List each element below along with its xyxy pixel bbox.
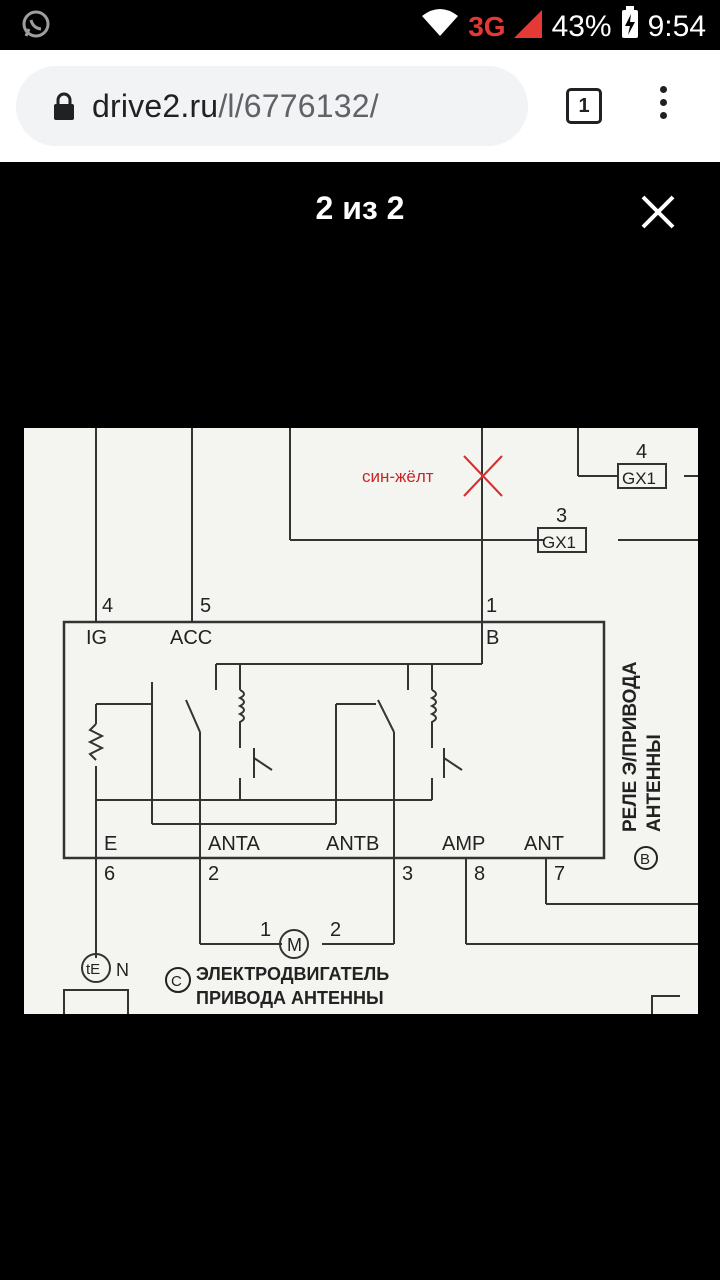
relay-title-2: АНТЕННЫ — [644, 734, 665, 832]
overflow-menu-icon[interactable] — [652, 86, 674, 126]
battery-icon — [620, 6, 640, 48]
pin-label: 5 — [200, 595, 211, 617]
url-path: /l/6776132/ — [218, 87, 379, 124]
image-counter: 2 из 2 — [315, 190, 405, 226]
motor-title: ЭЛЕКТРОДВИГАТЕЛЬ — [196, 964, 389, 984]
wire-annotation: син-жёлт — [362, 467, 434, 486]
relay-title: РЕЛЕ Э/ПРИВОДА — [620, 661, 641, 832]
terminal-label: AMP — [442, 833, 485, 855]
tab-switcher-button[interactable]: 1 — [566, 88, 602, 124]
pin-label: 3 — [402, 863, 413, 885]
relay-marker: B — [640, 851, 650, 868]
motor-pin: 1 — [260, 919, 271, 941]
pin-label: 1 — [486, 595, 497, 617]
lock-icon — [54, 92, 74, 120]
ground-suffix: N — [116, 960, 129, 980]
terminal-label: E — [104, 833, 117, 855]
whatsapp-icon — [20, 8, 52, 45]
connector-label: GX1 — [542, 533, 576, 552]
signal-icon — [513, 8, 544, 46]
close-icon[interactable] — [640, 194, 676, 230]
browser-toolbar: drive2.ru/l/6776132/ 1 — [0, 50, 720, 162]
terminal-label: IG — [86, 627, 107, 649]
terminal-label: B — [486, 627, 499, 649]
pin-label: 6 — [104, 863, 115, 885]
terminal-label: ANT — [524, 833, 564, 855]
motor-marker: C — [171, 973, 182, 990]
motor-pin: 2 — [330, 919, 341, 941]
terminal-label: ANTA — [208, 833, 261, 855]
motor-title-2: ПРИВОДА АНТЕННЫ — [196, 988, 384, 1008]
url-domain: drive2.ru — [92, 87, 219, 124]
ground-label: tE — [86, 961, 100, 978]
terminal-label: ANTB — [326, 833, 379, 855]
wiring-diagram-image: син-жёлт 4 5 1 IG ACC B E ANTA ANTB AMP … — [24, 428, 698, 1014]
motor-symbol: M — [287, 935, 302, 955]
status-bar: 3G 43% 9:54 — [0, 0, 720, 50]
clock: 9:54 — [647, 10, 706, 43]
wifi-icon — [420, 8, 460, 46]
terminal-label: ACC — [170, 627, 212, 649]
connector-pin: 4 — [636, 441, 647, 463]
connector-label: GX1 — [622, 469, 656, 488]
pin-label: 2 — [208, 863, 219, 885]
battery-level: 43% — [551, 10, 612, 43]
network-type: 3G — [468, 11, 506, 42]
pin-label: 7 — [554, 863, 565, 885]
pin-label: 4 — [102, 595, 113, 617]
url-text: drive2.ru/l/6776132/ — [92, 88, 379, 125]
pin-label: 8 — [474, 863, 485, 885]
address-bar[interactable]: drive2.ru/l/6776132/ — [16, 66, 528, 146]
connector-pin: 3 — [556, 505, 567, 527]
